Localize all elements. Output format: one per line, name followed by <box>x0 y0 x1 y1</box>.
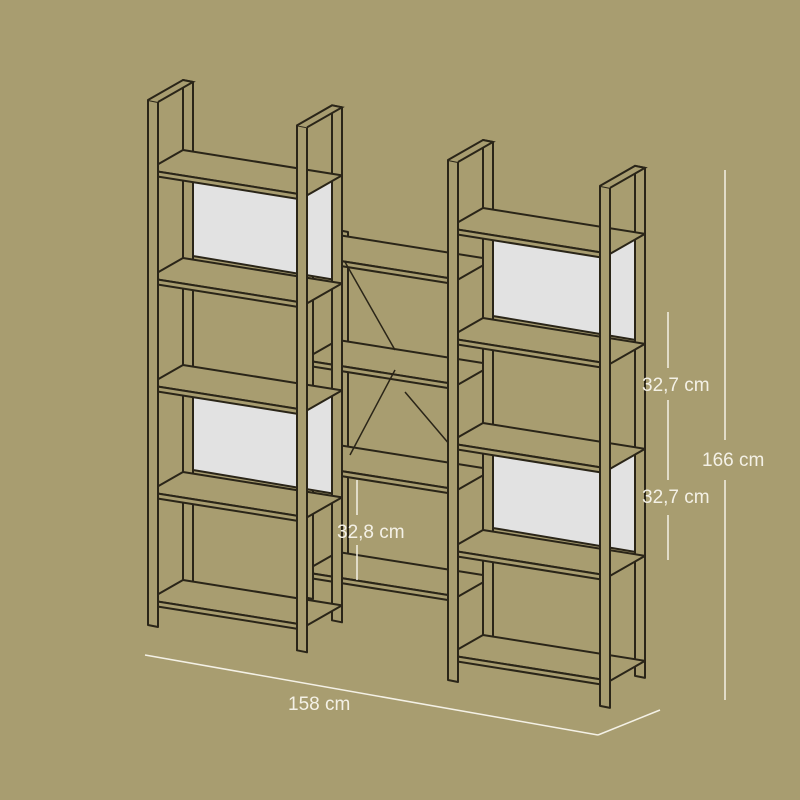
shelf-gap-middle-label: 32,8 cm <box>337 522 405 543</box>
cross-brace <box>404 391 451 446</box>
top-frame-right <box>599 164 648 189</box>
shelf-gap-upper-label: 32,7 cm <box>642 375 710 396</box>
cross-brace <box>344 261 396 351</box>
back-right-post <box>331 104 343 624</box>
front-right-post <box>599 184 611 709</box>
cross-brace <box>349 369 396 456</box>
back-right-post <box>634 164 646 679</box>
front-left-post <box>447 159 459 683</box>
height-label: 166 cm <box>702 450 765 471</box>
width-label: 158 cm <box>288 694 351 715</box>
shelf-gap-lower-label: 32,7 cm <box>642 487 710 508</box>
top-frame-left <box>147 78 196 103</box>
front-left-post <box>147 99 159 628</box>
top-frame-left <box>447 138 496 163</box>
depth-dimension-line <box>597 709 661 736</box>
top-frame-right <box>296 104 345 129</box>
front-right-post <box>296 124 308 654</box>
width-dimension-line <box>144 654 599 736</box>
